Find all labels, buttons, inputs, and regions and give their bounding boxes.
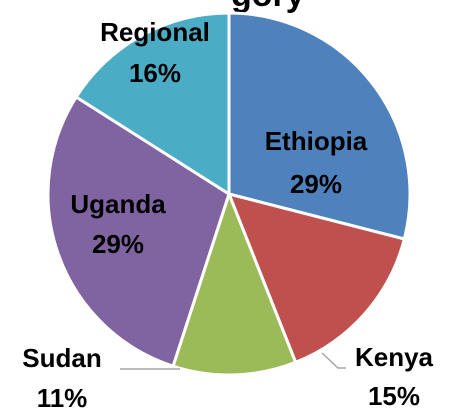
pie-slice-sudan [171,192,298,377]
slice-value-regional: 16% [129,58,181,88]
leader-lines [120,352,346,370]
pie-slice-regional [74,11,231,196]
title-fragment: gory [231,0,305,14]
slice-label-kenya: Kenya [355,342,434,372]
slice-label-regional: Regional [100,17,210,47]
pie-slice-kenya [227,192,406,364]
slice-value-sudan: 11% [37,383,88,413]
pie-slice-uganda [46,95,231,368]
slice-label-uganda: Uganda [70,189,166,219]
leader-line-kenya [321,352,346,369]
slice-value-uganda: 29% [92,229,144,259]
pie-slice-ethiopia [227,11,412,241]
slice-label-sudan: Sudan [22,343,101,373]
pie-slices [46,11,412,377]
slice-value-ethiopia: 29% [290,169,342,199]
slice-value-kenya: 15% [368,381,420,411]
slice-label-ethiopia: Ethiopia [265,126,368,156]
